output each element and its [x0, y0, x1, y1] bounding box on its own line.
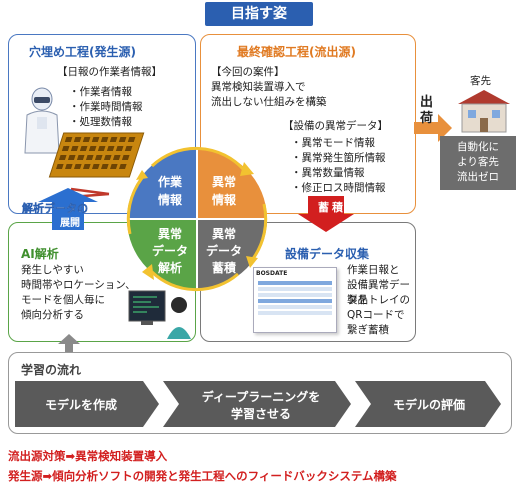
customer-label: 客先 [470, 75, 491, 87]
outflow-item: ・異常モード情報 [291, 137, 375, 149]
central-cycle-diagram: 作業 情報 異常 情報 異常 データ 解析 異常 データ 蓄積 [126, 146, 268, 292]
learning-step: ディープラーニングを [202, 389, 320, 404]
up-arrow [58, 334, 80, 356]
footer-line: 発生源➡傾向分析ソフトの開発と発生工程へのフィードバックシステム構築 [8, 469, 397, 483]
circle-label: 異常 [158, 226, 182, 241]
footer-line: 流出源対策➡異常検知装置導入 [8, 449, 168, 463]
circle-quadrant-analysis [127, 219, 197, 289]
outflow-item: ・異常数量情報 [291, 167, 365, 179]
ai-line: 傾向分析する [21, 309, 84, 321]
feedback-label: 解析データの [22, 201, 88, 215]
collection-line: 製品トレイの [347, 294, 410, 306]
shipping-arrow: 出 荷 [414, 94, 452, 142]
learning-step: モデルの評価 [393, 397, 465, 412]
learning-step: 学習させる [231, 406, 291, 421]
report-header: BOSDATE [256, 270, 288, 277]
accumulate-label: 蓄 [318, 200, 329, 214]
building-icon [458, 90, 510, 133]
report-document: BOSDATE [253, 267, 337, 333]
outflow-case-line: 異常検知装置導入で [211, 81, 306, 93]
source-item: ・作業時間情報 [69, 101, 143, 113]
circle-quadrant-accumulation [197, 219, 267, 289]
outflow-item: ・異常発生箇所情報 [291, 152, 386, 164]
feedback-arrow: 解析データの 展開 [22, 188, 98, 230]
shipping-label: 出 [420, 94, 433, 110]
circle-label: 作業 [158, 174, 183, 189]
circle-label: 異常 [212, 174, 236, 189]
circle-label: データ [206, 243, 242, 258]
learning-step: モデルを作成 [45, 397, 117, 412]
collection-heading: 設備データ収集 [285, 247, 370, 261]
analyst-illustration [128, 290, 191, 339]
page-title: 目指す姿 [205, 2, 313, 26]
accumulate-label: 積 [331, 200, 344, 214]
source-subheading: 【日報の作業者情報】 [57, 66, 162, 78]
circle-label: 情報 [212, 192, 237, 207]
learning-steps: モデルを作成 ディープラーニングを 学習させる モデルの評価 [15, 381, 501, 427]
source-item: ・処理数情報 [69, 116, 132, 128]
source-item: ・作業者情報 [69, 86, 132, 98]
accumulate-arrow: 蓄 積 [298, 196, 354, 232]
cycle-arrow [150, 146, 246, 171]
ai-line: 発生しやすい [21, 264, 84, 276]
outflow-case-label: 【今回の案件】 [211, 66, 285, 78]
tray-illustration [48, 132, 145, 178]
circle-label: データ [152, 243, 188, 258]
worker-illustration [24, 87, 60, 154]
collection-line: 作業日報と [347, 264, 400, 276]
source-heading: 穴埋め工程(発生源) [29, 45, 136, 59]
learning-flow-panel: 学習の流れ モデルを作成 ディープラーニングを 学習させる モデルの評価 [8, 352, 512, 434]
outflow-item: ・修正ロス時間情報 [291, 182, 386, 194]
circle-quadrant-anomaly [197, 149, 267, 219]
shipping-label: 荷 [419, 110, 433, 126]
outflow-sub: 【設備の異常データ】 [283, 120, 388, 132]
circle-label: 蓄積 [212, 260, 237, 275]
feedback-label: 展開 [60, 217, 80, 229]
ai-line: 時間帯やロケーション、 [21, 279, 136, 291]
source-process-panel: 穴埋め工程(発生源) 【日報の作業者情報】 ・作業者情報 ・作業時間情報 ・処理… [8, 34, 196, 214]
learning-heading: 学習の流れ [21, 363, 82, 377]
circle-quadrant-work [127, 149, 197, 219]
circle-label: 解析 [158, 260, 182, 275]
outflow-heading: 最終確認工程(流出源) [237, 45, 356, 59]
circle-label: 情報 [158, 192, 183, 207]
circle-label: 異常 [212, 226, 236, 241]
ai-heading: AI解析 [21, 247, 59, 261]
collection-line: 設備異常データを [347, 279, 410, 306]
collection-line: QRコードで繋ぎ蓄積 [347, 309, 405, 336]
customer-badge: 自動化に より客先 流出ゼロ [440, 136, 516, 190]
outflow-case-line: 流出しない仕組みを構築 [211, 96, 327, 108]
ai-line: モードを個人毎に [21, 294, 105, 306]
